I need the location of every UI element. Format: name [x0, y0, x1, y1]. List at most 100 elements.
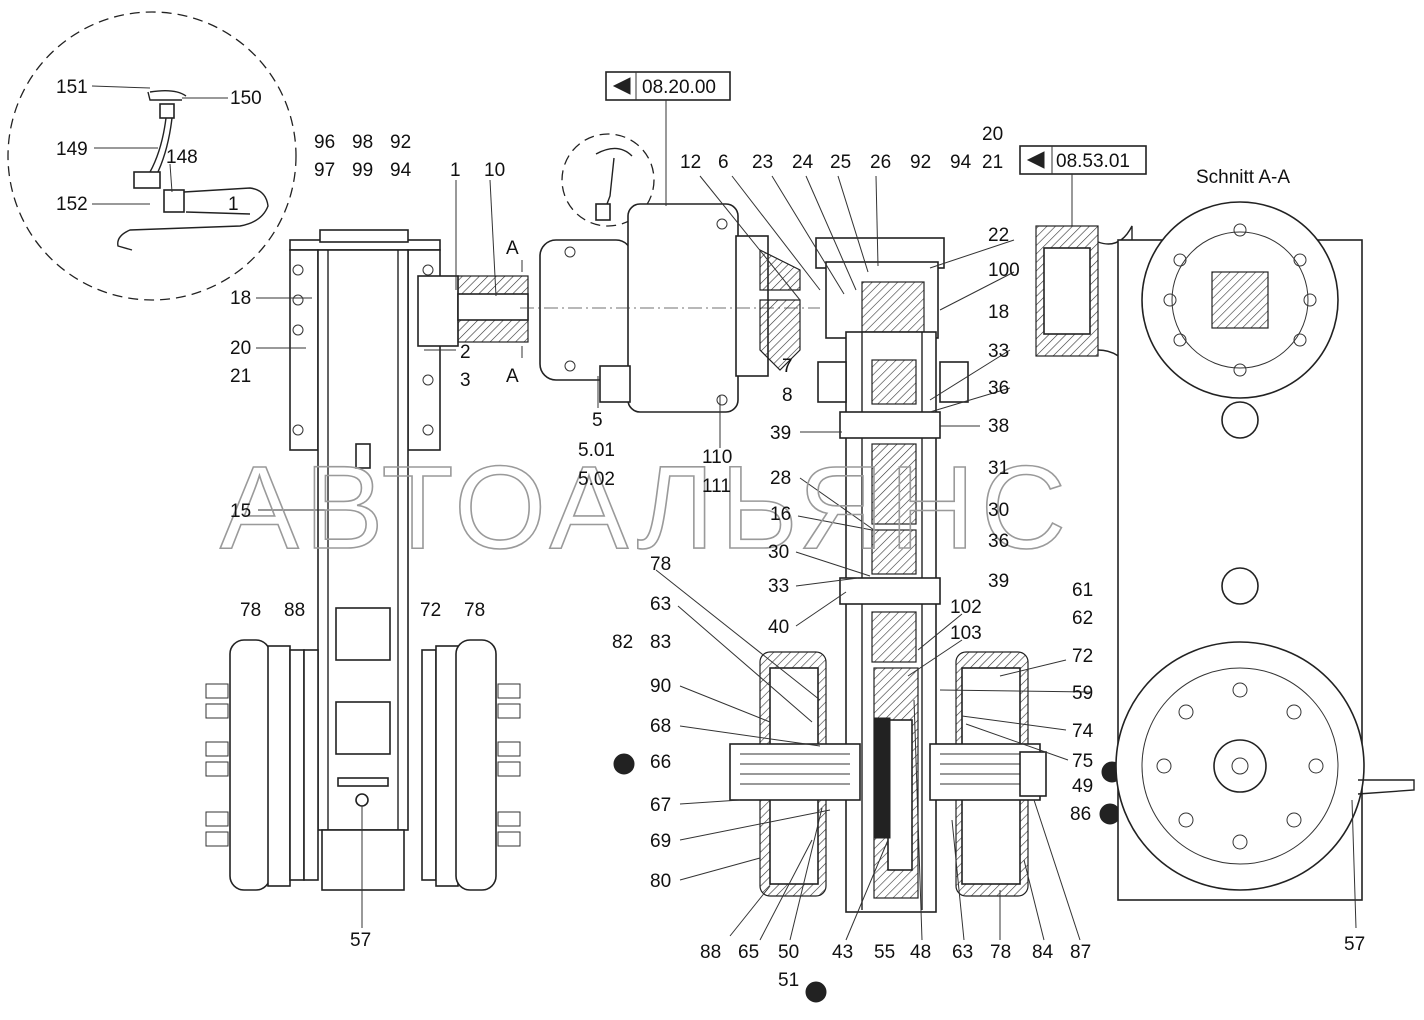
section-a-a [1019, 145, 1415, 901]
watermark-text: АВТОАЛЬЯНС [220, 442, 1072, 574]
part-label: 63 [952, 942, 973, 963]
leader-lines [256, 175, 1357, 941]
part-label: 5 [592, 410, 603, 431]
part-label: 48 [910, 942, 931, 963]
part-label: 24 [792, 152, 814, 173]
inset-detail [7, 11, 297, 301]
part-label: 99 [352, 160, 373, 181]
part-label: 20 [982, 124, 1003, 145]
part-label: 102 [950, 597, 982, 618]
part-label: 63 [650, 594, 671, 615]
part-label: 111 [702, 476, 731, 497]
part-label: 26 [870, 152, 891, 173]
part-label: 21 [982, 152, 1003, 173]
part-label: 103 [950, 623, 982, 644]
part-label: 33 [988, 341, 1009, 362]
part-label: 36 [988, 531, 1009, 552]
part-label: 16 [770, 504, 791, 525]
part-label: 39 [988, 571, 1009, 592]
part-label: 25 [830, 152, 851, 173]
part-label: 92 [910, 152, 931, 173]
part-label: 3 [460, 370, 471, 391]
part-label: 78 [990, 942, 1011, 963]
motor-gearbox [520, 71, 820, 413]
part-label: 66 [650, 752, 671, 773]
part-label: 148 [166, 147, 198, 168]
part-label: 94 [390, 160, 412, 181]
part-label: 78 [240, 600, 261, 621]
section-title: Schnitt A-A [1196, 167, 1290, 188]
part-labels: 151 150 149 148 152 1 96 97 98 99 92 94 … [56, 77, 1365, 991]
part-label: 30 [768, 542, 789, 563]
part-label: 75 [1072, 751, 1093, 772]
part-label: 87 [1070, 942, 1091, 963]
reference-08-20-00: 08.20.00 [642, 77, 716, 98]
part-label: 84 [1032, 942, 1054, 963]
part-label: 49 [1072, 776, 1093, 797]
part-label: 18 [230, 288, 251, 309]
part-label: 65 [738, 942, 759, 963]
part-label: 22 [988, 225, 1009, 246]
part-label: 69 [650, 831, 671, 852]
part-label: 1 [450, 160, 461, 181]
part-label: 20 [230, 338, 251, 359]
part-label: 152 [56, 194, 88, 215]
section-marker-top: A [506, 238, 519, 259]
part-label: 72 [420, 600, 441, 621]
part-label: 78 [650, 554, 671, 575]
part-label: 97 [314, 160, 335, 181]
part-label: 100 [988, 260, 1020, 281]
part-label: 150 [230, 88, 262, 109]
part-label: 39 [770, 423, 791, 444]
part-label: 50 [778, 942, 799, 963]
part-label: 8 [782, 385, 793, 406]
part-label: 36 [988, 378, 1009, 399]
part-label: 68 [650, 716, 671, 737]
part-label: 12 [680, 152, 701, 173]
part-label: 18 [988, 302, 1009, 323]
part-label: 10 [484, 160, 505, 181]
part-label: 94 [950, 152, 972, 173]
part-label: 98 [352, 132, 373, 153]
part-label: 15 [230, 501, 251, 522]
part-label: 30 [988, 500, 1009, 521]
part-label: 78 [464, 600, 485, 621]
part-label: 57 [350, 930, 371, 951]
part-label: 110 [702, 447, 732, 468]
part-label: 82 [612, 632, 633, 653]
part-label: 72 [1072, 646, 1093, 667]
part-label: 62 [1072, 608, 1093, 629]
part-label: 7 [782, 356, 793, 377]
part-label: 2 [460, 342, 471, 363]
part-label: 38 [988, 416, 1009, 437]
part-label: 67 [650, 795, 671, 816]
reference-08-53-01: 08.53.01 [1056, 151, 1130, 172]
part-label: 33 [768, 576, 789, 597]
part-label: 1 [228, 194, 239, 215]
part-label: 90 [650, 676, 671, 697]
part-label: 61 [1072, 580, 1093, 601]
part-label: 92 [390, 132, 411, 153]
part-label: 74 [1072, 721, 1094, 742]
part-label: 88 [284, 600, 305, 621]
part-label: 5.01 [578, 440, 615, 461]
part-label: 5.02 [578, 469, 615, 490]
part-label: 80 [650, 871, 671, 892]
part-label: 88 [700, 942, 721, 963]
part-label: 23 [752, 152, 773, 173]
part-label: 43 [832, 942, 853, 963]
hub-section [613, 651, 1123, 1003]
part-label: 51 [778, 970, 799, 991]
part-label: 31 [988, 458, 1009, 479]
part-label: 21 [230, 366, 251, 387]
part-label: 40 [768, 617, 789, 638]
part-label: 57 [1344, 934, 1365, 955]
part-label: 83 [650, 632, 671, 653]
central-section [815, 237, 969, 913]
part-label: 149 [56, 139, 88, 160]
part-label: 6 [718, 152, 729, 173]
part-label: 151 [56, 77, 88, 98]
part-label: 86 [1070, 804, 1091, 825]
part-label: 55 [874, 942, 895, 963]
